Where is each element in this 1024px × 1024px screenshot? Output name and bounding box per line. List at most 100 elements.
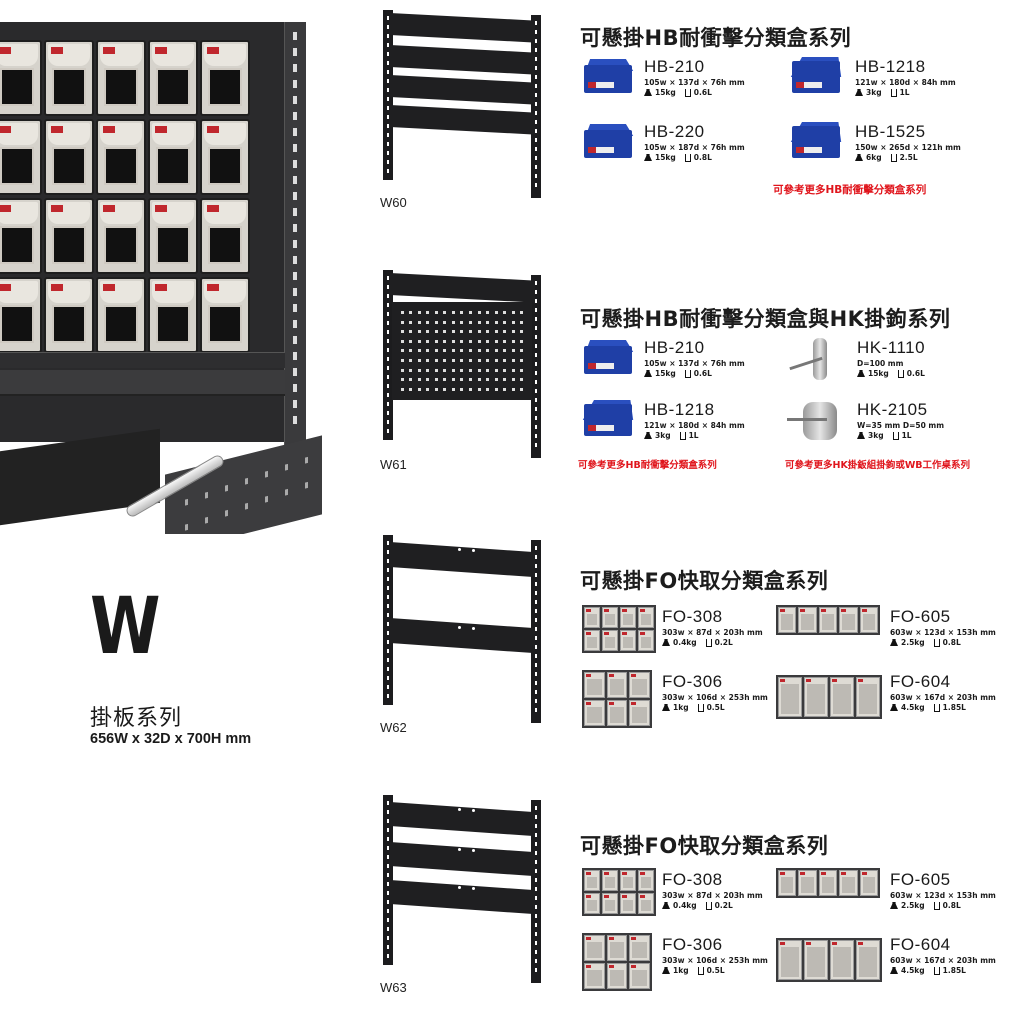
volume-icon: [897, 369, 904, 378]
product-dims: W=35 mm D=50 mm: [857, 421, 945, 430]
product-name: FO-605: [890, 870, 951, 889]
product-name: FO-605: [890, 607, 951, 626]
flip-bin-icon: [582, 868, 656, 916]
volume-icon: [890, 88, 897, 97]
product-specs: 6kg 2.5L: [855, 153, 918, 162]
product-specs: 1kg 0.5L: [662, 966, 725, 975]
volume-icon: [890, 153, 897, 162]
product-fo-306: FO-306 303w × 106d × 253h mm 1kg 0.5L: [582, 933, 802, 991]
flip-bin-icon: [776, 675, 882, 719]
product-hb-210: HB-210 105w × 137d × 76h mm 15kg 0.6L: [580, 338, 800, 393]
product-name: HB-1525: [855, 122, 926, 141]
hook-icon: [785, 338, 845, 380]
rail: [390, 542, 535, 578]
panel-w62: W62: [380, 530, 545, 745]
volume-icon: [933, 703, 940, 712]
rail: [0, 352, 285, 368]
product-dims: 105w × 137d × 76h mm: [644, 78, 745, 87]
weight-icon: [662, 967, 670, 974]
volume-icon: [679, 431, 686, 440]
product-name: HK-1110: [857, 338, 926, 357]
product-hb-210: HB-210 105w × 137d × 76h mm 15kg 0.6L: [580, 57, 800, 112]
flip-bin-icon: [776, 938, 882, 982]
blue-bin-icon: [580, 400, 636, 438]
pegboard: [392, 302, 532, 400]
product-name: FO-306: [662, 672, 723, 691]
product-name: FO-308: [662, 870, 723, 889]
product-dims: 150w × 265d × 121h mm: [855, 143, 961, 152]
product-dims: 603w × 167d × 203h mm: [890, 693, 996, 702]
product-specs: 2.5kg 0.8L: [890, 901, 961, 910]
weight-icon: [644, 370, 652, 377]
product-dims: 603w × 123d × 153h mm: [890, 891, 996, 900]
upright-post: [284, 22, 306, 452]
product-specs: 15kg 0.6L: [644, 88, 712, 97]
product-specs: 4.5kg 1.85L: [890, 703, 966, 712]
rail: [0, 370, 285, 396]
product-fo-604: FO-604 603w × 167d × 203h mm 4.5kg 1.85L: [776, 672, 996, 730]
blue-bin-icon: [788, 57, 844, 95]
product-dims: 121w × 180d × 84h mm: [644, 421, 745, 430]
product-specs: 3kg 1L: [644, 431, 699, 440]
panel-code: W60: [380, 195, 407, 210]
product-hk-1110: HK-1110 D=100 mm 15kg 0.6L: [785, 338, 1005, 393]
product-dims: 603w × 123d × 153h mm: [890, 628, 996, 637]
hero-product-photo: [0, 0, 322, 534]
product-dims: 121w × 180d × 84h mm: [855, 78, 956, 87]
weight-icon: [857, 432, 865, 439]
section-fo-2: 可懸掛FO快取分類盒系列 FO-308 303w × 87d × 203h mm…: [580, 830, 1020, 991]
rail: [390, 880, 535, 915]
product-name: FO-604: [890, 935, 951, 954]
left-post: [383, 795, 393, 965]
flip-bin-icon: [776, 868, 880, 898]
panel-code: W61: [380, 457, 407, 472]
product-specs: 2.5kg 0.8L: [890, 638, 961, 647]
volume-icon: [684, 369, 691, 378]
product-dims: 105w × 137d × 76h mm: [644, 359, 745, 368]
panel-w63: W63: [380, 790, 545, 1005]
flip-bin-cabinet-photo: [0, 40, 254, 353]
volume-icon: [933, 638, 940, 647]
volume-icon: [684, 153, 691, 162]
volume-icon: [892, 431, 899, 440]
panel-w61: W61: [380, 265, 545, 480]
more-hb-link[interactable]: 可參考更多HB耐衝擊分類盒系列: [773, 184, 927, 196]
panel-code: W63: [380, 980, 407, 995]
left-post: [383, 270, 393, 440]
volume-icon: [933, 966, 940, 975]
product-specs: 15kg 0.6L: [857, 369, 925, 378]
product-specs: 1kg 0.5L: [662, 703, 725, 712]
product-name: HB-210: [644, 57, 705, 76]
flip-bin-icon: [776, 605, 880, 635]
product-dims: 603w × 167d × 203h mm: [890, 956, 996, 965]
section-fo-1: 可懸掛FO快取分類盒系列 FO-308 303w × 87d × 203h mm…: [580, 565, 1020, 728]
flip-bin-icon: [582, 605, 656, 653]
volume-icon: [705, 638, 712, 647]
rail: [390, 802, 535, 837]
more-hb-link[interactable]: 可參考更多HB耐衝擊分類盒系列: [578, 460, 717, 471]
series-letter: W: [90, 582, 161, 672]
weight-icon: [662, 902, 670, 909]
section-title: 可懸掛HB耐衝擊分類盒系列: [580, 26, 852, 50]
product-hb-1218: HB-1218 121w × 180d × 84h mm 3kg 1L: [788, 57, 1008, 112]
double-hook-icon: [785, 400, 845, 442]
product-fo-605: FO-605 603w × 123d × 153h mm 2.5kg 0.8L: [776, 605, 996, 660]
product-name: HK-2105: [857, 400, 928, 419]
product-name: HB-220: [644, 122, 705, 141]
product-specs: 15kg 0.8L: [644, 153, 712, 162]
product-fo-308: FO-308 303w × 87d × 203h mm 0.4kg 0.2L: [582, 605, 802, 660]
product-specs: 15kg 0.6L: [644, 369, 712, 378]
blue-bin-icon: [580, 122, 636, 160]
product-name: HB-1218: [644, 400, 715, 419]
weight-icon: [644, 154, 652, 161]
flip-bin-icon: [582, 933, 652, 991]
product-dims: 303w × 106d × 253h mm: [662, 693, 768, 702]
weight-icon: [855, 154, 863, 161]
volume-icon: [705, 901, 712, 910]
more-hk-wb-link[interactable]: 可參考更多HK掛鈑組掛鉤或WB工作桌系列: [785, 460, 971, 471]
volume-icon: [697, 966, 704, 975]
product-specs: 4.5kg 1.85L: [890, 966, 966, 975]
product-dims: 303w × 106d × 253h mm: [662, 956, 768, 965]
panel-code: W62: [380, 720, 407, 735]
weight-icon: [644, 89, 652, 96]
